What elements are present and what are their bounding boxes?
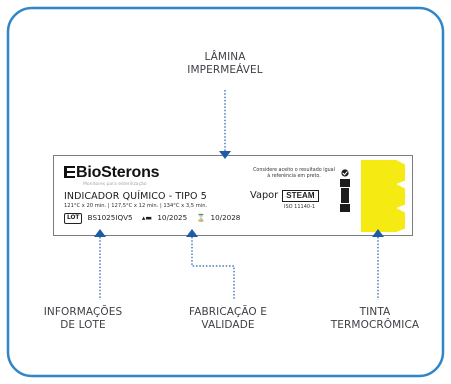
- label-informacoes-de-lote: INFORMAÇÕES DE LOTE: [20, 306, 146, 332]
- reference-notice: Considere aceito o resultado igual à ref…: [253, 168, 335, 179]
- label-lamina-impermeavel: LÂMINA IMPERMEÁVEL: [160, 51, 290, 77]
- iso-standard: ISO 11140-1: [284, 204, 316, 210]
- product-spec: 121°C x 20 min. | 127,5°C x 12 min. | 13…: [64, 203, 208, 209]
- label-line: IMPERMEÁVEL: [187, 64, 263, 76]
- label-line: INFORMAÇÕES: [43, 306, 123, 318]
- brand-name: BioSterons: [64, 164, 160, 182]
- lot-value: BS1025IQV5: [87, 213, 133, 222]
- brand-logo-icon: [64, 166, 75, 178]
- lot-badge: LOT: [64, 213, 83, 224]
- manufacture-date: 10/2025: [157, 213, 188, 222]
- label-line: VALIDADE: [201, 319, 255, 331]
- expiry-icon: ⌛: [196, 214, 206, 222]
- lot-row: LOT BS1025IQV5 ▴▬ 10/2025 ⌛ 10/2028: [64, 212, 240, 224]
- label-line: FABRICAÇÃO E: [189, 306, 267, 318]
- brand-text: BioSterons: [76, 164, 160, 181]
- label-line: TINTA: [359, 306, 391, 318]
- checkmark-info-icon: [340, 169, 350, 212]
- thermochromic-ink-block: [361, 160, 405, 232]
- brand-tagline: Monitores para esterilização: [83, 182, 147, 187]
- manufacture-icon: ▴▬: [141, 214, 153, 222]
- label-tinta-termocromica: TINTA TERMOCRÔMICA: [315, 306, 435, 332]
- expiry-date: 10/2028: [210, 213, 241, 222]
- label-line: TERMOCRÔMICA: [330, 319, 420, 331]
- product-title: INDICADOR QUÍMICO - TIPO 5: [64, 191, 207, 202]
- label-line: DE LOTE: [60, 319, 106, 331]
- label-fabricacao-e-validade: FABRICAÇÃO E VALIDADE: [158, 306, 298, 332]
- indicator-strip: BioSterons Monitores para esterilização …: [53, 155, 413, 236]
- vapor-row: Vapor STEAM: [250, 190, 319, 202]
- label-line: LÂMINA: [204, 51, 246, 63]
- steam-box: STEAM: [282, 190, 319, 202]
- vapor-label: Vapor: [250, 190, 279, 201]
